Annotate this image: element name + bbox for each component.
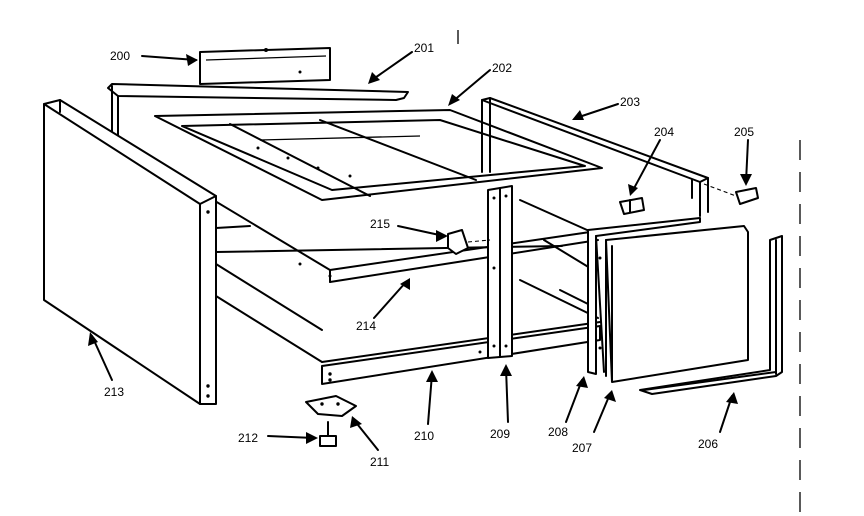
left-side-panel [43,99,217,405]
callout-204: 204 [654,125,674,139]
callout-203: 203 [620,95,640,109]
callout-211: 211 [370,455,389,469]
callout-200: 200 [110,49,130,63]
callout-213: 213 [104,385,124,399]
cabinet-body [179,179,601,363]
callout-202: 202 [492,61,512,75]
callout-206: 206 [698,437,718,451]
callout-208: 208 [548,425,568,439]
vertical-post [487,185,513,359]
mounting-bracket [305,395,357,417]
callout-205: 205 [734,125,754,139]
right-side-panel [481,97,709,217]
arrow-heads [88,54,752,444]
door-panel [605,225,749,383]
latch-part [447,229,491,255]
door-frame [587,217,701,375]
callout-215: 215 [370,217,390,231]
top-frame [154,109,603,201]
callout-210: 210 [414,429,434,443]
callout-214: 214 [356,319,376,333]
door-trim [639,235,783,395]
control-panel-part [199,47,331,85]
upper-hinge [619,197,645,215]
leveling-screw [319,421,337,447]
callout-209: 209 [490,427,510,441]
callout-212: 212 [238,431,258,445]
corner-hinge [703,183,759,205]
callout-201: 201 [414,41,434,55]
callout-207: 207 [572,441,592,455]
